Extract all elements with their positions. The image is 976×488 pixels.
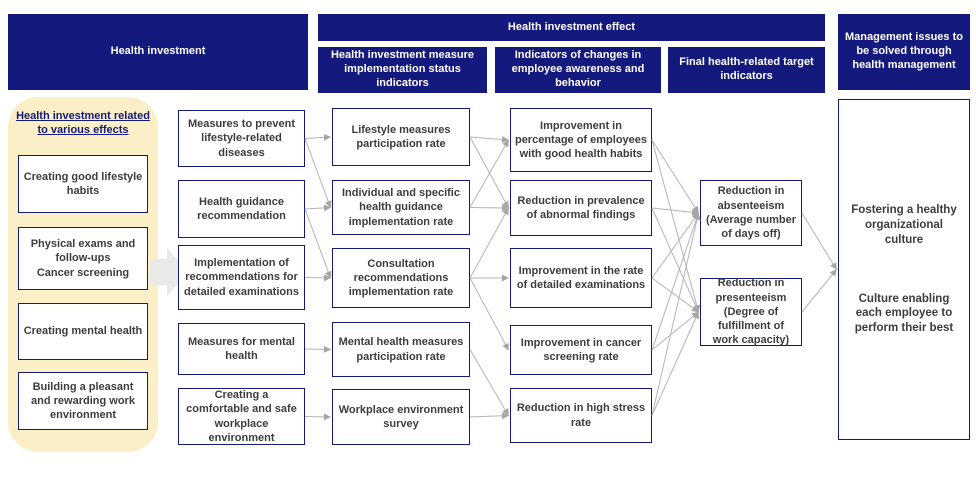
measure-detailed-examinations: Implementation of recommendations for de… (178, 245, 305, 310)
panel-item-physical-exams: Physical exams and follow-ups Cancer scr… (18, 227, 148, 290)
indicator-detailed-exam-rate: Improvement in the rate of detailed exam… (510, 248, 652, 308)
indicator-good-health-habits: Improvement in percentage of employees w… (510, 108, 652, 172)
panel-title: Health investment related to various eff… (16, 110, 150, 137)
measure-prevent-lifestyle-diseases: Measures to prevent lifestyle-related di… (178, 110, 305, 167)
indicator-health-guidance-implementation: Individual and specific health guidance … (332, 180, 470, 235)
measure-safe-workplace: Creating a comfortable and safe workplac… (178, 388, 305, 445)
indicator-abnormal-findings: Reduction in prevalence of abnormal find… (510, 180, 652, 236)
measure-health-guidance: Health guidance recommendation (178, 180, 305, 238)
indicator-workplace-survey: Workplace environment survey (332, 389, 470, 445)
panel-item-lifestyle-habits: Creating good lifestyle habits (18, 155, 148, 213)
measure-mental-health: Measures for mental health (178, 323, 305, 375)
indicator-high-stress-rate: Reduction in high stress rate (510, 388, 652, 443)
target-presenteeism: Reduction in presenteeism (Degree of ful… (700, 277, 802, 346)
flow-arrow-icon (150, 248, 189, 296)
header-health-investment-effect: Health investment effect (318, 14, 825, 41)
indicator-cancer-screening-rate: Improvement in cancer screening rate (510, 325, 652, 375)
outcome-healthy-culture: Fostering a healthy organizational cultu… (851, 203, 957, 246)
panel-item-work-environment: Building a pleasant and rewarding work e… (18, 372, 148, 430)
subheader-final-target-indicators: Final health-related target indicators (668, 47, 825, 93)
subheader-implementation-status-indicators: Health investment measure implementation… (318, 47, 487, 93)
header-management-issues: Management issues to be solved through h… (838, 14, 970, 90)
outcome-box: Fostering a healthy organizational cultu… (838, 99, 970, 440)
indicator-consultation-implementation: Consultation recommendations implementat… (332, 248, 470, 308)
outcome-employee-best: Culture enabling each employee to perfor… (854, 292, 954, 335)
target-absenteeism: Reduction in absenteeism (Average number… (700, 180, 802, 246)
indicator-mental-health-participation: Mental health measures participation rat… (332, 322, 470, 377)
indicator-lifestyle-participation: Lifestyle measures participation rate (332, 108, 470, 166)
subheader-awareness-behavior-indicators: Indicators of changes in employee awaren… (495, 47, 661, 93)
header-health-investment: Health investment (8, 14, 308, 90)
panel-item-mental-health: Creating mental health (18, 303, 148, 360)
